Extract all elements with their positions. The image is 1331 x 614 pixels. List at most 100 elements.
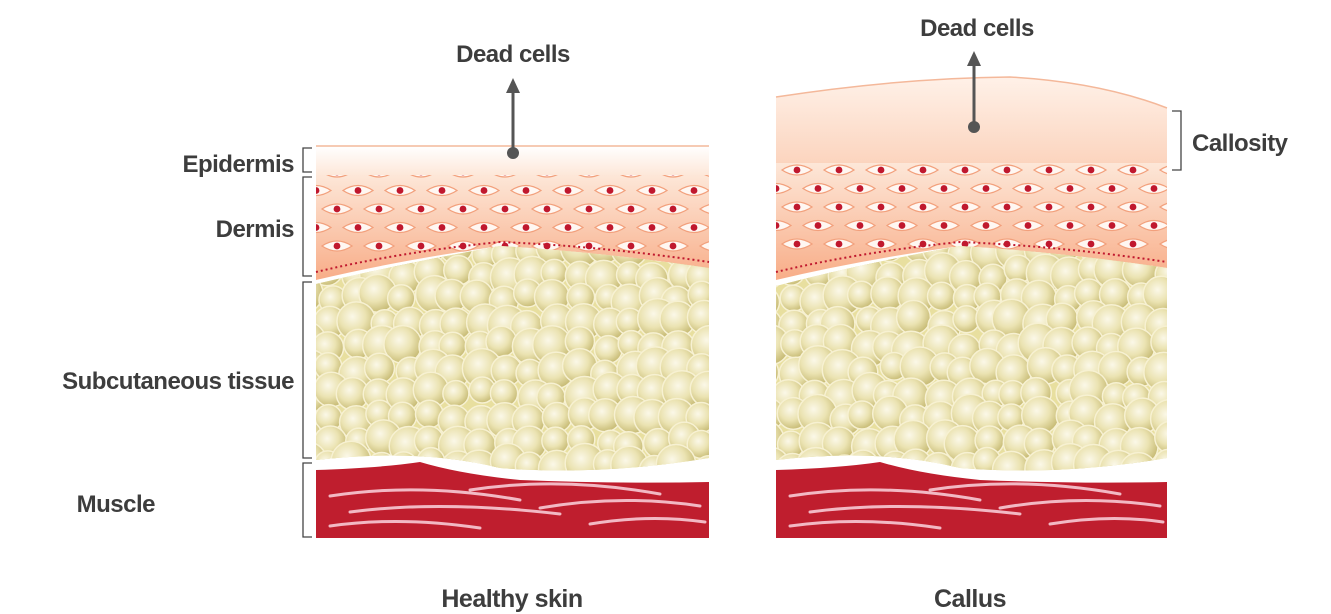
- cell-nucleus: [1004, 204, 1011, 211]
- cell-nucleus: [481, 224, 488, 231]
- cell-nucleus: [1046, 167, 1053, 174]
- cell-nucleus: [731, 185, 738, 192]
- cell-nucleus: [628, 206, 635, 213]
- cell-nucleus: [752, 204, 759, 211]
- cell-nucleus: [334, 206, 341, 213]
- cell-nucleus: [878, 167, 885, 174]
- cell-nucleus: [752, 167, 759, 174]
- layer-brackets: [303, 148, 312, 537]
- fat-cell: [848, 401, 876, 429]
- cell-nucleus: [1109, 222, 1116, 229]
- cell-nucleus: [920, 204, 927, 211]
- cell-nucleus: [712, 243, 719, 250]
- muscle-label: Muscle: [77, 491, 156, 518]
- cell-nucleus: [313, 187, 320, 194]
- cell-nucleus: [607, 224, 614, 231]
- fat-cell: [286, 308, 316, 338]
- dermis-cell: [740, 239, 770, 249]
- cell-nucleus: [607, 187, 614, 194]
- cell-nucleus: [691, 224, 698, 231]
- cell-nucleus: [292, 243, 299, 250]
- cell-nucleus: [752, 241, 759, 248]
- dead-cells-label-right: Dead cells: [920, 15, 1034, 42]
- cell-nucleus: [1130, 167, 1137, 174]
- fat-cell: [288, 402, 317, 431]
- epidermis-label: Epidermis: [182, 151, 294, 178]
- cell-nucleus: [815, 222, 822, 229]
- cell-nucleus: [878, 241, 885, 248]
- cell-nucleus: [1004, 167, 1011, 174]
- cell-nucleus: [1172, 241, 1179, 248]
- cell-nucleus: [649, 187, 656, 194]
- fat-cell: [928, 282, 956, 310]
- cell-nucleus: [1151, 222, 1158, 229]
- cell-nucleus: [794, 167, 801, 174]
- cell-nucleus: [397, 224, 404, 231]
- fat-cell: [746, 384, 776, 414]
- dermis-cell: [1181, 184, 1211, 194]
- cell-nucleus: [1130, 241, 1137, 248]
- dermis-cell: [740, 165, 770, 175]
- cell-nucleus: [962, 204, 969, 211]
- cell-nucleus: [1088, 241, 1095, 248]
- cell-nucleus: [523, 224, 530, 231]
- dermis-cell: [740, 202, 770, 212]
- cell-nucleus: [271, 187, 278, 194]
- cell-nucleus: [439, 187, 446, 194]
- cell-nucleus: [376, 243, 383, 250]
- callus-panel: Dead cells Callus Callosity: [719, 15, 1289, 613]
- cell-nucleus: [1193, 222, 1200, 229]
- cell-nucleus: [397, 187, 404, 194]
- cell-nucleus: [983, 185, 990, 192]
- cell-nucleus: [1067, 185, 1074, 192]
- cell-nucleus: [878, 204, 885, 211]
- cell-nucleus: [836, 241, 843, 248]
- cell-nucleus: [292, 206, 299, 213]
- cell-nucleus: [1025, 185, 1032, 192]
- dermis-cell: [719, 221, 749, 231]
- cell-nucleus: [481, 187, 488, 194]
- cell-nucleus: [334, 243, 341, 250]
- cell-nucleus: [1046, 204, 1053, 211]
- cell-nucleus: [313, 224, 320, 231]
- fat-cell: [656, 445, 695, 484]
- dermis-label: Dermis: [216, 216, 295, 243]
- dead-cells-label-left: Dead cells: [456, 41, 570, 68]
- cell-nucleus: [857, 222, 864, 229]
- cell-nucleus: [794, 241, 801, 248]
- cell-nucleus: [836, 204, 843, 211]
- cell-nucleus: [773, 222, 780, 229]
- cell-nucleus: [857, 185, 864, 192]
- callosity-label: Callosity: [1192, 130, 1289, 157]
- cell-nucleus: [523, 187, 530, 194]
- cell-nucleus: [565, 224, 572, 231]
- cell-nucleus: [670, 243, 677, 250]
- healthy-skin-panel: Dead cells Healthy skin: [259, 41, 751, 613]
- cell-nucleus: [1088, 167, 1095, 174]
- cell-nucleus: [1025, 222, 1032, 229]
- subcutaneous-tissue-label: Subcutaneous tissue: [62, 368, 294, 395]
- cell-nucleus: [712, 169, 719, 176]
- cell-nucleus: [502, 206, 509, 213]
- cell-nucleus: [815, 185, 822, 192]
- cell-nucleus: [691, 187, 698, 194]
- fat-cell: [690, 371, 726, 407]
- dermis-cell: [280, 204, 310, 214]
- fat-cell: [897, 301, 931, 335]
- dermis-cell: [721, 223, 751, 233]
- dermis-cell: [259, 186, 289, 196]
- cell-nucleus: [941, 185, 948, 192]
- cell-nucleus: [376, 206, 383, 213]
- cell-nucleus: [1130, 204, 1137, 211]
- cell-nucleus: [565, 187, 572, 194]
- cell-nucleus: [1151, 185, 1158, 192]
- cell-nucleus: [733, 224, 740, 231]
- cell-nucleus: [355, 187, 362, 194]
- cell-nucleus: [941, 222, 948, 229]
- cell-nucleus: [439, 224, 446, 231]
- cell-nucleus: [586, 206, 593, 213]
- cell-nucleus: [733, 187, 740, 194]
- dermis-cell: [721, 186, 751, 196]
- cell-nucleus: [920, 167, 927, 174]
- fat-cell: [748, 287, 779, 318]
